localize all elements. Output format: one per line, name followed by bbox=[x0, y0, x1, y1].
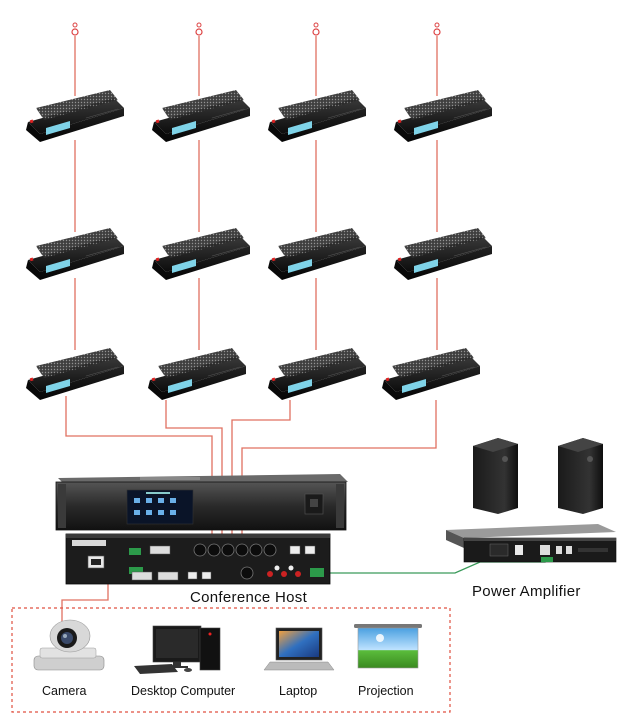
speaker-left bbox=[473, 438, 518, 514]
conference-host-label: Conference Host bbox=[190, 589, 308, 606]
power-amplifier-label: Power Amplifier bbox=[472, 583, 581, 600]
microphone-unit bbox=[151, 227, 251, 281]
microphone-unit bbox=[25, 227, 125, 281]
power-amplifier bbox=[446, 524, 617, 563]
desktop-computer-icon bbox=[134, 625, 221, 674]
microphone-unit bbox=[25, 347, 125, 401]
top-connectors bbox=[71, 22, 441, 36]
microphone-unit bbox=[267, 347, 367, 401]
laptop-icon bbox=[263, 627, 335, 671]
projection-icon bbox=[354, 624, 422, 669]
camera-icon bbox=[33, 619, 105, 671]
microphone-unit bbox=[381, 347, 481, 401]
microphone-unit bbox=[393, 227, 493, 281]
microphone-unit bbox=[25, 89, 125, 143]
microphone-row-3 bbox=[25, 347, 481, 401]
camera-label: Camera bbox=[42, 684, 87, 698]
peripheral-box bbox=[11, 607, 451, 713]
laptop-label: Laptop bbox=[279, 684, 318, 698]
desktop-computer-label: Desktop Computer bbox=[131, 684, 236, 698]
conference-host bbox=[55, 474, 348, 585]
projection-label: Projection bbox=[358, 684, 414, 698]
microphone-row-1 bbox=[25, 89, 493, 143]
microphone-unit bbox=[267, 227, 367, 281]
microphone-unit bbox=[151, 89, 251, 143]
microphone-row-2 bbox=[25, 227, 493, 281]
microphone-unit bbox=[267, 89, 367, 143]
microphone-unit bbox=[393, 89, 493, 143]
microphone-unit bbox=[147, 347, 247, 401]
speaker-right bbox=[558, 438, 603, 514]
